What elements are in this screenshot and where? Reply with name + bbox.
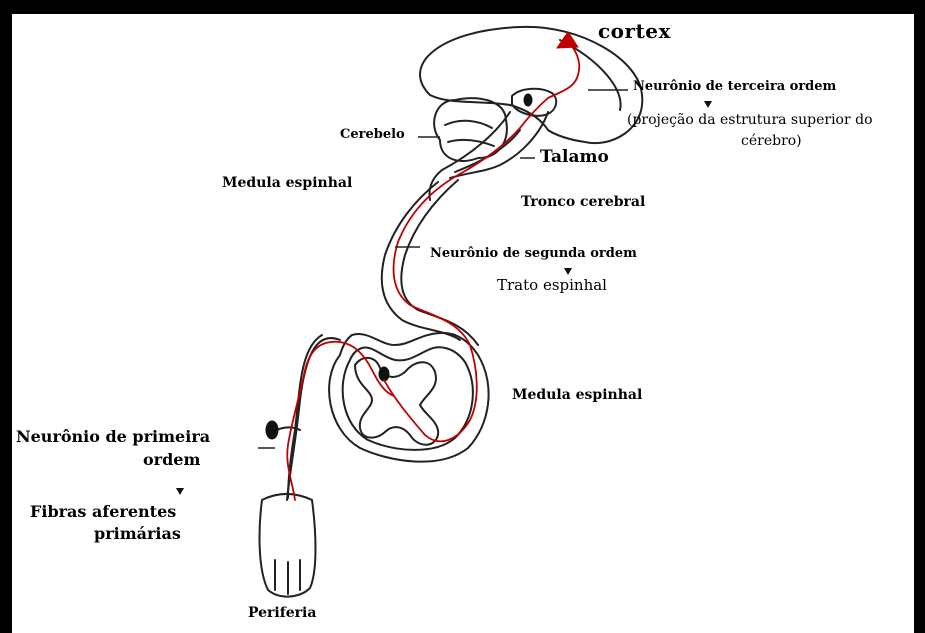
label-cortex: cortex bbox=[598, 20, 671, 43]
cerebellum-fold bbox=[445, 121, 492, 128]
label-third-order-neuron: Neurônio de terceira ordem bbox=[633, 80, 836, 95]
label-periferia: Periferia bbox=[248, 605, 316, 621]
label-fibras-aferentes-2: primárias bbox=[94, 525, 181, 543]
label-tronco-cerebral: Tronco cerebral bbox=[521, 194, 645, 210]
label-talamo: Talamo bbox=[540, 148, 609, 168]
label-medula-espinhal-bottom: Medula espinhal bbox=[512, 387, 642, 403]
brainstem-inner bbox=[455, 130, 520, 172]
label-trato-espinhal: Trato espinhal bbox=[497, 277, 607, 294]
brain-cortex-outline bbox=[420, 27, 642, 143]
label-fibras-aferentes-1: Fibras aferentes bbox=[30, 503, 176, 521]
label-first-order-neuron-1: Neurônio de primeira bbox=[16, 428, 210, 446]
neuron-body-first-order bbox=[266, 421, 278, 439]
brain-inner-line bbox=[560, 40, 621, 110]
label-cerebelo: Cerebelo bbox=[340, 128, 405, 143]
pathway-second-order bbox=[394, 98, 548, 345]
afferent-nerve-outer bbox=[287, 338, 340, 500]
cerebellum-fold-2 bbox=[448, 140, 494, 146]
neuron-body-third-order bbox=[524, 94, 532, 106]
pathway-third-order bbox=[548, 42, 579, 98]
label-third-order-desc-1: (projeção da estrutura superior do bbox=[627, 112, 873, 128]
arrow-third-order bbox=[704, 101, 712, 108]
arrow-second-order bbox=[564, 268, 572, 275]
gray-matter-butterfly bbox=[355, 358, 438, 445]
spinal-cord-outer bbox=[329, 333, 488, 462]
label-medula-espinhal-top: Medula espinhal bbox=[222, 175, 352, 191]
label-third-order-desc-2: cérebro) bbox=[741, 133, 802, 149]
neuron-body-second-order bbox=[379, 367, 389, 381]
label-second-order-neuron: Neurônio de segunda ordem bbox=[430, 247, 637, 262]
arrow-first-order bbox=[176, 488, 184, 495]
label-first-order-neuron-2: ordem bbox=[143, 451, 200, 469]
